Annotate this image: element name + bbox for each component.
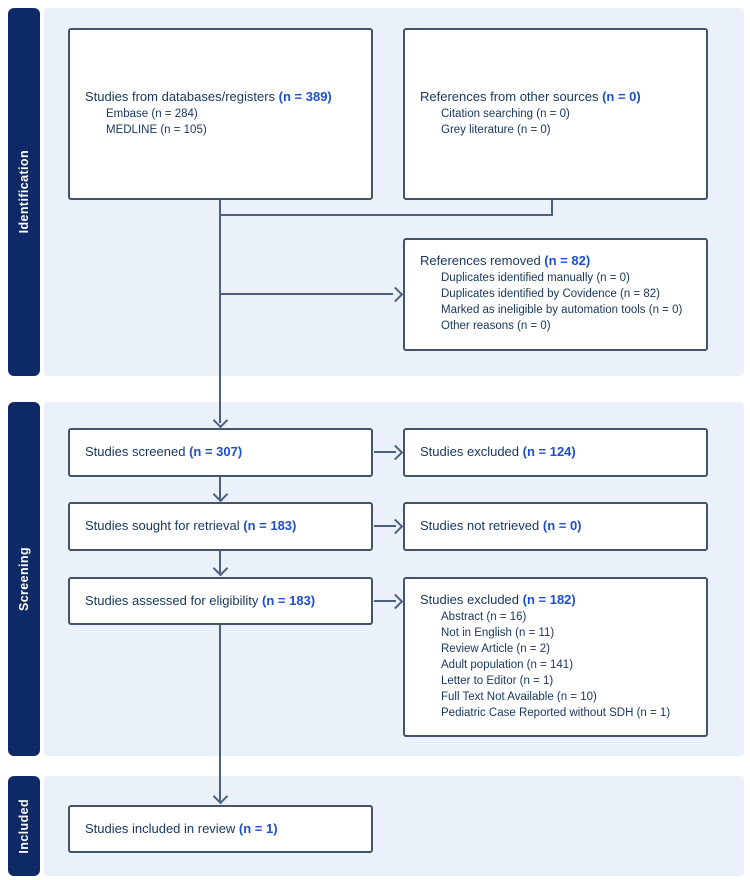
count-value: (n = 389) <box>278 88 332 104</box>
connector-line <box>219 625 221 801</box>
count-value: (n = 0) <box>602 88 641 104</box>
box-title: Studies excluded (n = 182) <box>420 592 576 607</box>
connector-line <box>219 477 221 499</box>
box-studies-sought: Studies sought for retrieval (n = 183) <box>68 502 373 551</box>
box-studies-included: Studies included in review (n = 1) <box>68 805 373 853</box>
box-references-removed: References removed (n = 82) Duplicates i… <box>403 238 708 351</box>
identification-label: Identification <box>17 150 31 234</box>
box-other-sources: References from other sources (n = 0) Ci… <box>403 28 708 200</box>
connector-line <box>219 551 221 573</box>
box-detail-list: Citation searching (n = 0) Grey literatu… <box>420 107 694 139</box>
box-studies-screened: Studies screened (n = 307) <box>68 428 373 477</box>
connector-line <box>374 451 396 453</box>
box-studies-excluded-eligibility: Studies excluded (n = 182) Abstract (n =… <box>403 577 708 737</box>
box-title: Studies screened (n = 307) <box>85 444 243 460</box>
box-detail-list: Embase (n = 284) MEDLINE (n = 105) <box>85 107 359 139</box>
box-databases: Studies from databases/registers (n = 38… <box>68 28 373 200</box>
detail-item: Not in English (n = 11) <box>441 627 555 640</box>
detail-item: Review Article (n = 2) <box>441 643 550 656</box>
sidebar-screening: Screening <box>8 402 40 756</box>
connector-line <box>219 214 553 216</box>
box-title: Studies included in review (n = 1) <box>85 820 278 836</box>
box-title: References from other sources (n = 0) <box>420 88 641 104</box>
sidebar-included: Included <box>8 776 40 876</box>
detail-item: Abstract (n = 16) <box>441 611 527 624</box>
connector-line <box>374 525 396 527</box>
detail-item: Pediatric Case Reported without SDH (n =… <box>441 707 671 720</box>
box-detail-list: Abstract (n = 16) Not in English (n = 11… <box>420 610 694 722</box>
included-label: Included <box>17 798 31 854</box>
connector-line <box>219 293 393 295</box>
sidebar-identification: Identification <box>8 8 40 376</box>
detail-item: Other reasons (n = 0) <box>441 320 551 333</box>
box-studies-assessed: Studies assessed for eligibility (n = 18… <box>68 577 373 625</box>
detail-item: Marked as ineligible by automation tools… <box>441 304 683 317</box>
box-title: Studies from databases/registers (n = 38… <box>85 88 332 104</box>
count-value: (n = 1) <box>238 820 278 836</box>
detail-item: MEDLINE (n = 105) <box>106 124 207 137</box>
screening-label: Screening <box>17 546 31 612</box>
box-title: Studies assessed for eligibility (n = 18… <box>85 592 316 608</box>
detail-item: Grey literature (n = 0) <box>441 124 551 137</box>
detail-item: Citation searching (n = 0) <box>441 108 570 121</box>
connector-line <box>551 200 553 216</box>
detail-item: Embase (n = 284) <box>106 108 198 121</box>
detail-item: Full Text Not Available (n = 10) <box>441 691 597 704</box>
connector-line <box>219 200 221 423</box>
count-value: (n = 182) <box>522 592 576 607</box>
detail-item: Duplicates identified by Covidence (n = … <box>441 288 660 301</box>
detail-item: Duplicates identified manually (n = 0) <box>441 272 630 285</box>
count-value: (n = 0) <box>542 518 582 534</box>
box-studies-excluded-screening: Studies excluded (n = 124) <box>403 428 708 477</box>
connector-line <box>374 600 396 602</box>
count-value: (n = 307) <box>189 444 243 460</box>
box-detail-list: Duplicates identified manually (n = 0) D… <box>420 271 694 335</box>
box-title: Studies excluded (n = 124) <box>420 444 576 460</box>
box-title: Studies not retrieved (n = 0) <box>420 518 582 534</box>
box-studies-not-retrieved: Studies not retrieved (n = 0) <box>403 502 708 551</box>
box-title: References removed (n = 82) <box>420 253 591 268</box>
count-value: (n = 82) <box>544 253 591 268</box>
detail-item: Adult population (n = 141) <box>441 659 574 672</box>
count-value: (n = 183) <box>243 518 297 534</box>
box-title: Studies sought for retrieval (n = 183) <box>85 518 297 534</box>
count-value: (n = 124) <box>522 444 576 460</box>
count-value: (n = 183) <box>262 592 316 608</box>
detail-item: Letter to Editor (n = 1) <box>441 675 554 688</box>
